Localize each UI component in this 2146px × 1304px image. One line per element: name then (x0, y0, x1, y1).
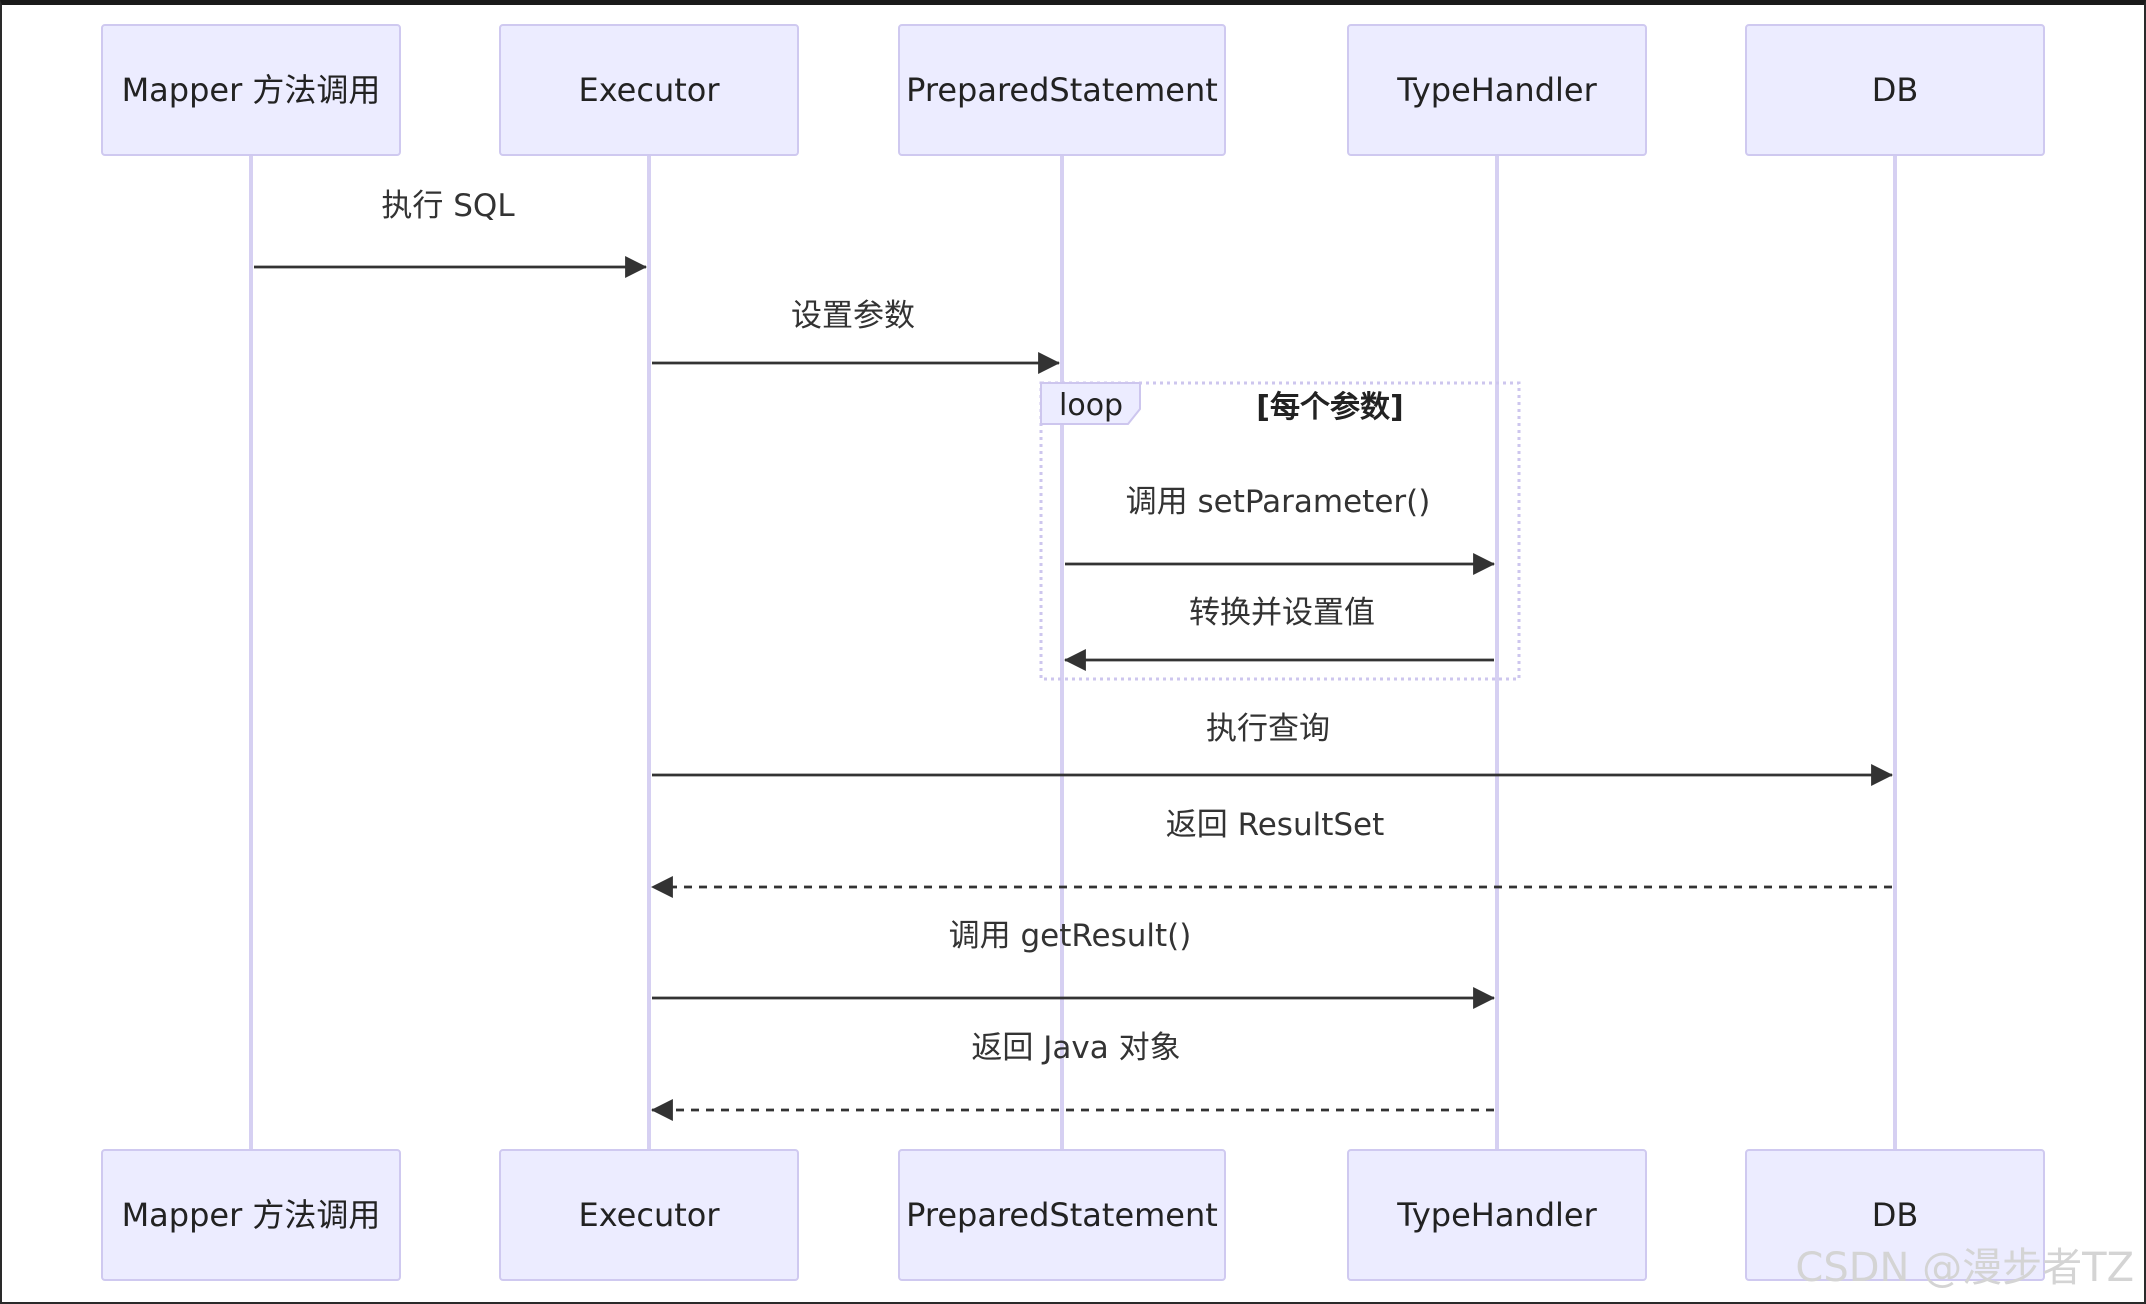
message-label: 转换并设置值 (1189, 595, 1375, 631)
participant-db-top: DB (1745, 24, 2045, 156)
participant-box (898, 1149, 1226, 1281)
message-6-db-to-executor: 返回 ResultSet (650, 807, 1892, 898)
loop-fragment: loop [每个参数] (1039, 381, 1521, 681)
message-4-th-to-ps: 转换并设置值 (1063, 595, 1494, 671)
message-label: 执行 SQL (381, 188, 515, 224)
participant-label: DB (1872, 71, 1919, 109)
loop-condition: [每个参数] (1256, 390, 1403, 425)
participant-box (1347, 24, 1647, 156)
message-label: 执行查询 (1206, 711, 1330, 747)
participant-label: DB (1872, 1196, 1919, 1234)
watermark-text: CSDN @漫步者TZ (1795, 1245, 2134, 1291)
message-5-executor-to-db: 执行查询 (652, 711, 1894, 786)
participant-label: Mapper 方法调用 (122, 71, 381, 109)
message-label: 返回 ResultSet (1166, 807, 1385, 843)
participant-box (499, 24, 799, 156)
message-3-ps-to-th: 调用 setParameter() (1065, 484, 1496, 575)
participant-ps-bottom: PreparedStatement (898, 1149, 1226, 1281)
participant-ps-top: PreparedStatement (898, 24, 1226, 156)
participant-label: Executor (578, 71, 720, 109)
participant-box (101, 24, 401, 156)
message-label: 返回 Java 对象 (971, 1030, 1180, 1066)
participant-label: TypeHandler (1396, 71, 1597, 109)
participant-box (101, 1149, 401, 1281)
message-label: 设置参数 (791, 298, 915, 334)
participant-box (1347, 1149, 1647, 1281)
message-2-executor-to-ps: 设置参数 (652, 298, 1061, 374)
participant-th-top: TypeHandler (1347, 24, 1647, 156)
participant-box (1745, 1149, 2045, 1281)
message-7-executor-to-th: 调用 getResult() (652, 918, 1496, 1009)
participant-label: TypeHandler (1396, 1196, 1597, 1234)
message-8-th-to-executor: 返回 Java 对象 (650, 1030, 1494, 1121)
participant-executor-bottom: Executor (499, 1149, 799, 1281)
participant-label: Executor (578, 1196, 720, 1234)
participant-box (898, 24, 1226, 156)
participant-box (499, 1149, 799, 1281)
participant-label: PreparedStatement (906, 1196, 1218, 1234)
participant-box (1745, 24, 2045, 156)
message-label: 调用 getResult() (949, 918, 1192, 954)
participant-db-bottom: DB (1745, 1149, 2045, 1281)
loop-frame (1039, 381, 1521, 681)
participant-th-bottom: TypeHandler (1347, 1149, 1647, 1281)
loop-label: loop (1059, 388, 1123, 423)
participant-label: Mapper 方法调用 (122, 1196, 381, 1234)
participant-mapper-bottom: Mapper 方法调用 (101, 1149, 401, 1281)
message-label: 调用 setParameter() (1126, 484, 1431, 520)
loop-label-tab (1040, 382, 1141, 425)
lifelines (249, 155, 1897, 1150)
participant-executor-top: Executor (499, 24, 799, 156)
participant-mapper-top: Mapper 方法调用 (101, 24, 401, 156)
participant-label: PreparedStatement (906, 71, 1218, 109)
message-1-mapper-to-executor: 执行 SQL (254, 188, 648, 278)
